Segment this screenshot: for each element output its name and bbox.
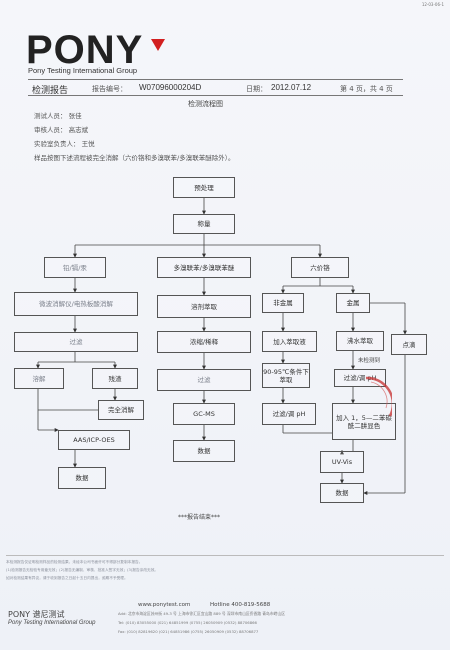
flow-pbb-pbde: 多溴联苯/多溴联苯醚 (157, 257, 251, 278)
footer-divider (6, 555, 444, 556)
footer-note-1: 本检测报告仅证明检测样品的检测结果，未经本公司书面许可不得部分复制本报告。 (6, 560, 143, 564)
document-subtitle: 检测流程图 (188, 100, 223, 108)
header-divider-top (28, 79, 403, 80)
tester-line: 测试人员： 张佳 (34, 112, 82, 120)
page-info: 第 4 页，共 4 页 (340, 85, 393, 93)
flow-hexavalent-chromium: 六价铬 (291, 257, 349, 278)
reviewer-line: 审核人员： 高志斌 (34, 126, 89, 134)
report-no-label: 报告编号： (92, 85, 127, 93)
footer-tel: Tel: (010) 83055000 (021) 64851999 (0755… (118, 620, 257, 625)
footer-brand: PONY 谱尼测试 (8, 610, 65, 619)
report-title: 检测报告 (32, 86, 69, 96)
report-date: 2012.07.12 (271, 83, 312, 92)
flow-not-detected-label: 未检测到 (358, 358, 381, 364)
flow-boiling-water-extraction: 沸水萃取 (336, 331, 384, 351)
flow-residue: 残渣 (92, 368, 138, 389)
date-label: 日期： (246, 85, 267, 93)
footer-note-2: (1)检测报告无检验专用章无效；(2)报告无编制、审核、批准人签字无效；(3)报… (6, 568, 159, 572)
flow-spot-test: 点滴 (391, 334, 427, 355)
pony-logo: PONY (26, 28, 144, 72)
lab-manager-line: 实验室负责人： 王悦 (34, 140, 95, 148)
flow-weigh: 称量 (173, 214, 235, 234)
flow-aas-icp-oes: AAS/ICP-OES (58, 430, 130, 450)
logo-triangle-icon (151, 39, 165, 51)
footer-note-3: 如对检测结果有异议，请于收到报告之日起十五日内提出，逾期不予受理。 (6, 576, 128, 580)
flow-microwave-digestion: 微波消解仪/电热板酸消解 (14, 292, 138, 316)
flow-gc-ms: GC-MS (173, 403, 235, 425)
flow-data-left: 数据 (58, 467, 106, 489)
red-seal-stamp (365, 376, 392, 417)
flow-dissolve: 溶解 (14, 368, 64, 389)
flow-add-extractant: 加入萃取液 (262, 331, 317, 352)
flow-filter-ph-left: 过滤/调 pH (262, 403, 316, 425)
footer-fax: Fax: (010) 82819620 (021) 64851986 (0755… (118, 629, 259, 634)
footer-address: Add: 北京市海淀区苏州街 49-3 号 上海市徐汇区宜山路 889 号 深圳… (118, 611, 286, 616)
header-divider-bottom (28, 95, 403, 96)
flow-data-center: 数据 (173, 440, 235, 462)
digestion-note: 样品按图下述流程被完全消解（六价铬和多溴联苯/多溴联苯醚除外）。 (34, 154, 235, 162)
flow-solvent-extraction: 溶剂萃取 (157, 295, 251, 318)
flow-complete-digestion: 完全消解 (98, 400, 144, 420)
footer-hotline: Hotline 400-819-5688 (210, 602, 271, 608)
corner-code: 12-03-06-1 (421, 2, 444, 7)
flow-concentrate-dilute: 浓缩/稀释 (157, 331, 251, 353)
flow-pretreatment: 预处理 (173, 177, 235, 198)
flow-nonmetal: 非金属 (262, 293, 304, 313)
flow-add-diphenylcarbazide: 加入 1，5—二苯碳酰二肼显色 (332, 403, 396, 440)
flow-lead-cadmium-mercury: 铅/镉/汞 (44, 257, 106, 278)
report-end-text: ***报告结束*** (178, 514, 221, 521)
report-no: W07096000204D (139, 83, 202, 92)
logo-subtitle: Pony Testing International Group (28, 66, 138, 75)
flow-uv-vis: UV-Vis (320, 451, 364, 473)
flow-data-right: 数据 (320, 483, 364, 503)
flow-filter-center: 过滤 (157, 369, 251, 391)
flow-extraction-condition: 90-95℃条件下萃取 (262, 363, 310, 388)
footer-brand-en: Pony Testing International Group (8, 620, 96, 626)
flow-filter-left: 过滤 (14, 332, 138, 352)
footer-website-link[interactable]: www.ponytest.com (138, 602, 191, 608)
flow-metal: 金属 (336, 293, 370, 313)
